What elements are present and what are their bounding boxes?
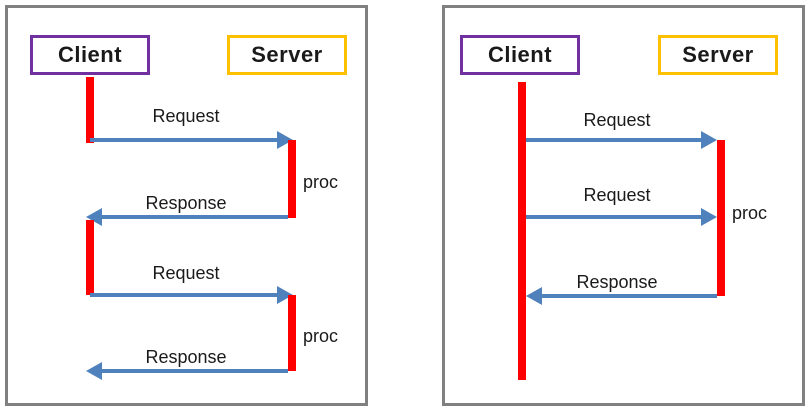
server-activation-bar [717, 140, 725, 296]
message-label: Response [576, 272, 658, 292]
message-label: Request [583, 110, 651, 130]
arrowhead-left-icon [526, 287, 542, 305]
message-label: Request [583, 185, 651, 205]
server-label: Server [682, 42, 754, 67]
client-box: Client [460, 35, 580, 75]
message-label: Request [152, 106, 220, 126]
arrowhead-right-icon [701, 131, 717, 149]
client-box: Client [30, 35, 150, 75]
response-arrow-line [102, 369, 288, 373]
arrowhead-right-icon [701, 208, 717, 226]
message-label: Response [145, 347, 227, 367]
proc-label: proc [732, 203, 768, 223]
response-arrow-line [102, 215, 288, 219]
request-arrow-line [526, 138, 701, 142]
proc-label: proc [303, 326, 339, 346]
sequence-panel-sync: Client Server Request proc Response Requ… [5, 5, 368, 406]
client-label: Client [57, 42, 123, 67]
request-arrow-line [90, 138, 277, 142]
client-activation-bar [86, 77, 94, 143]
client-activation-bar [518, 82, 526, 380]
message-label: Request [152, 263, 220, 283]
client-activation-bar [86, 220, 94, 295]
sequence-panel-async: Client Server Request proc Request Respo… [442, 5, 805, 406]
server-box: Server [658, 35, 778, 75]
request-arrow-line [90, 293, 277, 297]
server-activation-bar [288, 295, 296, 371]
server-label: Server [251, 42, 323, 67]
client-label: Client [487, 42, 553, 67]
proc-label: proc [303, 172, 339, 192]
message-label: Response [145, 193, 227, 213]
request-arrow-line [526, 215, 701, 219]
arrowhead-left-icon [86, 362, 102, 380]
server-activation-bar [288, 140, 296, 218]
response-arrow-line [542, 294, 717, 298]
server-box: Server [227, 35, 347, 75]
